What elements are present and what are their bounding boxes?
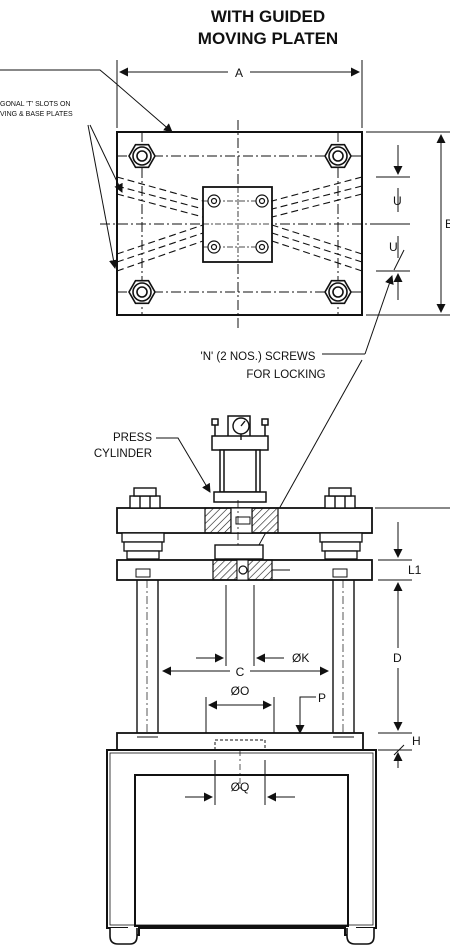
title-line-1: WITH GUIDED: [211, 7, 325, 26]
guide-bushings: [121, 532, 363, 560]
leveling-foot-icon: [109, 928, 138, 945]
slot-leaders: [0, 69, 173, 269]
title-line-2: MOVING PLATEN: [198, 29, 338, 48]
center-screws: [207, 194, 269, 254]
corner-nuts: [128, 143, 352, 305]
guide-pillars: [136, 580, 355, 733]
locking-screw-icon: [238, 565, 248, 575]
dim-label-d: D: [393, 651, 402, 665]
dim-label-q: ØQ: [231, 780, 250, 794]
screws-leader: [244, 275, 394, 571]
screw-icon: [255, 194, 269, 208]
dimension-u: [376, 145, 410, 300]
dimension-b: [366, 131, 450, 316]
hex-nut-icon: [128, 143, 156, 169]
hex-nut-icon: [129, 495, 161, 509]
hex-nut-icon: [128, 279, 156, 305]
dim-label-u-top: U: [393, 194, 402, 208]
dim-label-k: ØK: [292, 651, 309, 665]
dimension-k: [196, 585, 284, 666]
dimension-h: [378, 744, 412, 768]
screws-note-line-2: FOR LOCKING: [246, 369, 325, 381]
dim-label-a: A: [235, 66, 243, 80]
dim-label-p: P: [318, 691, 326, 705]
dim-label-o: ØO: [231, 684, 250, 698]
dim-label-l1: L1: [408, 563, 422, 577]
pressure-gauge-icon: [232, 417, 250, 440]
screw-icon: [207, 240, 221, 254]
slots-note-line-2: VING & BASE PLATES: [0, 111, 73, 118]
dimension-q: [185, 750, 295, 805]
platen-section-right: [247, 559, 273, 581]
top-plate-section-right: [251, 507, 279, 534]
hex-nut-icon: [324, 279, 352, 305]
dim-label-c: C: [236, 665, 245, 679]
slots-note-line-1: GONAL 'T' SLOTS ON: [0, 101, 70, 108]
hex-nut-icon: [324, 495, 356, 509]
top-plate-section-left: [204, 507, 232, 534]
cylinder-note-line-2: CYLINDER: [94, 448, 152, 460]
dimension-d: [378, 588, 412, 734]
stand-window: [134, 774, 349, 927]
hex-nut-icon: [324, 143, 352, 169]
base-stand: [106, 749, 377, 945]
dim-label-b: B: [445, 217, 450, 231]
base-plate: [116, 732, 364, 751]
leveling-foot-icon: [346, 928, 375, 945]
screws-note-line-1: 'N' (2 NOS.) SCREWS: [201, 351, 316, 363]
cylinder-leader: [156, 437, 211, 493]
dim-label-h: H: [412, 734, 421, 748]
platen-section-left: [212, 559, 238, 581]
ram-block: [214, 544, 264, 560]
diagonal-t-slots: [116, 176, 363, 272]
top-rod-nuts: [129, 487, 356, 509]
screw-icon: [255, 240, 269, 254]
screw-icon: [207, 194, 221, 208]
cylinder-note-line-1: PRESS: [113, 432, 152, 444]
dimension-l1: [378, 522, 412, 620]
dim-label-u-bottom: U: [389, 240, 398, 254]
dimension-a: [116, 60, 363, 128]
